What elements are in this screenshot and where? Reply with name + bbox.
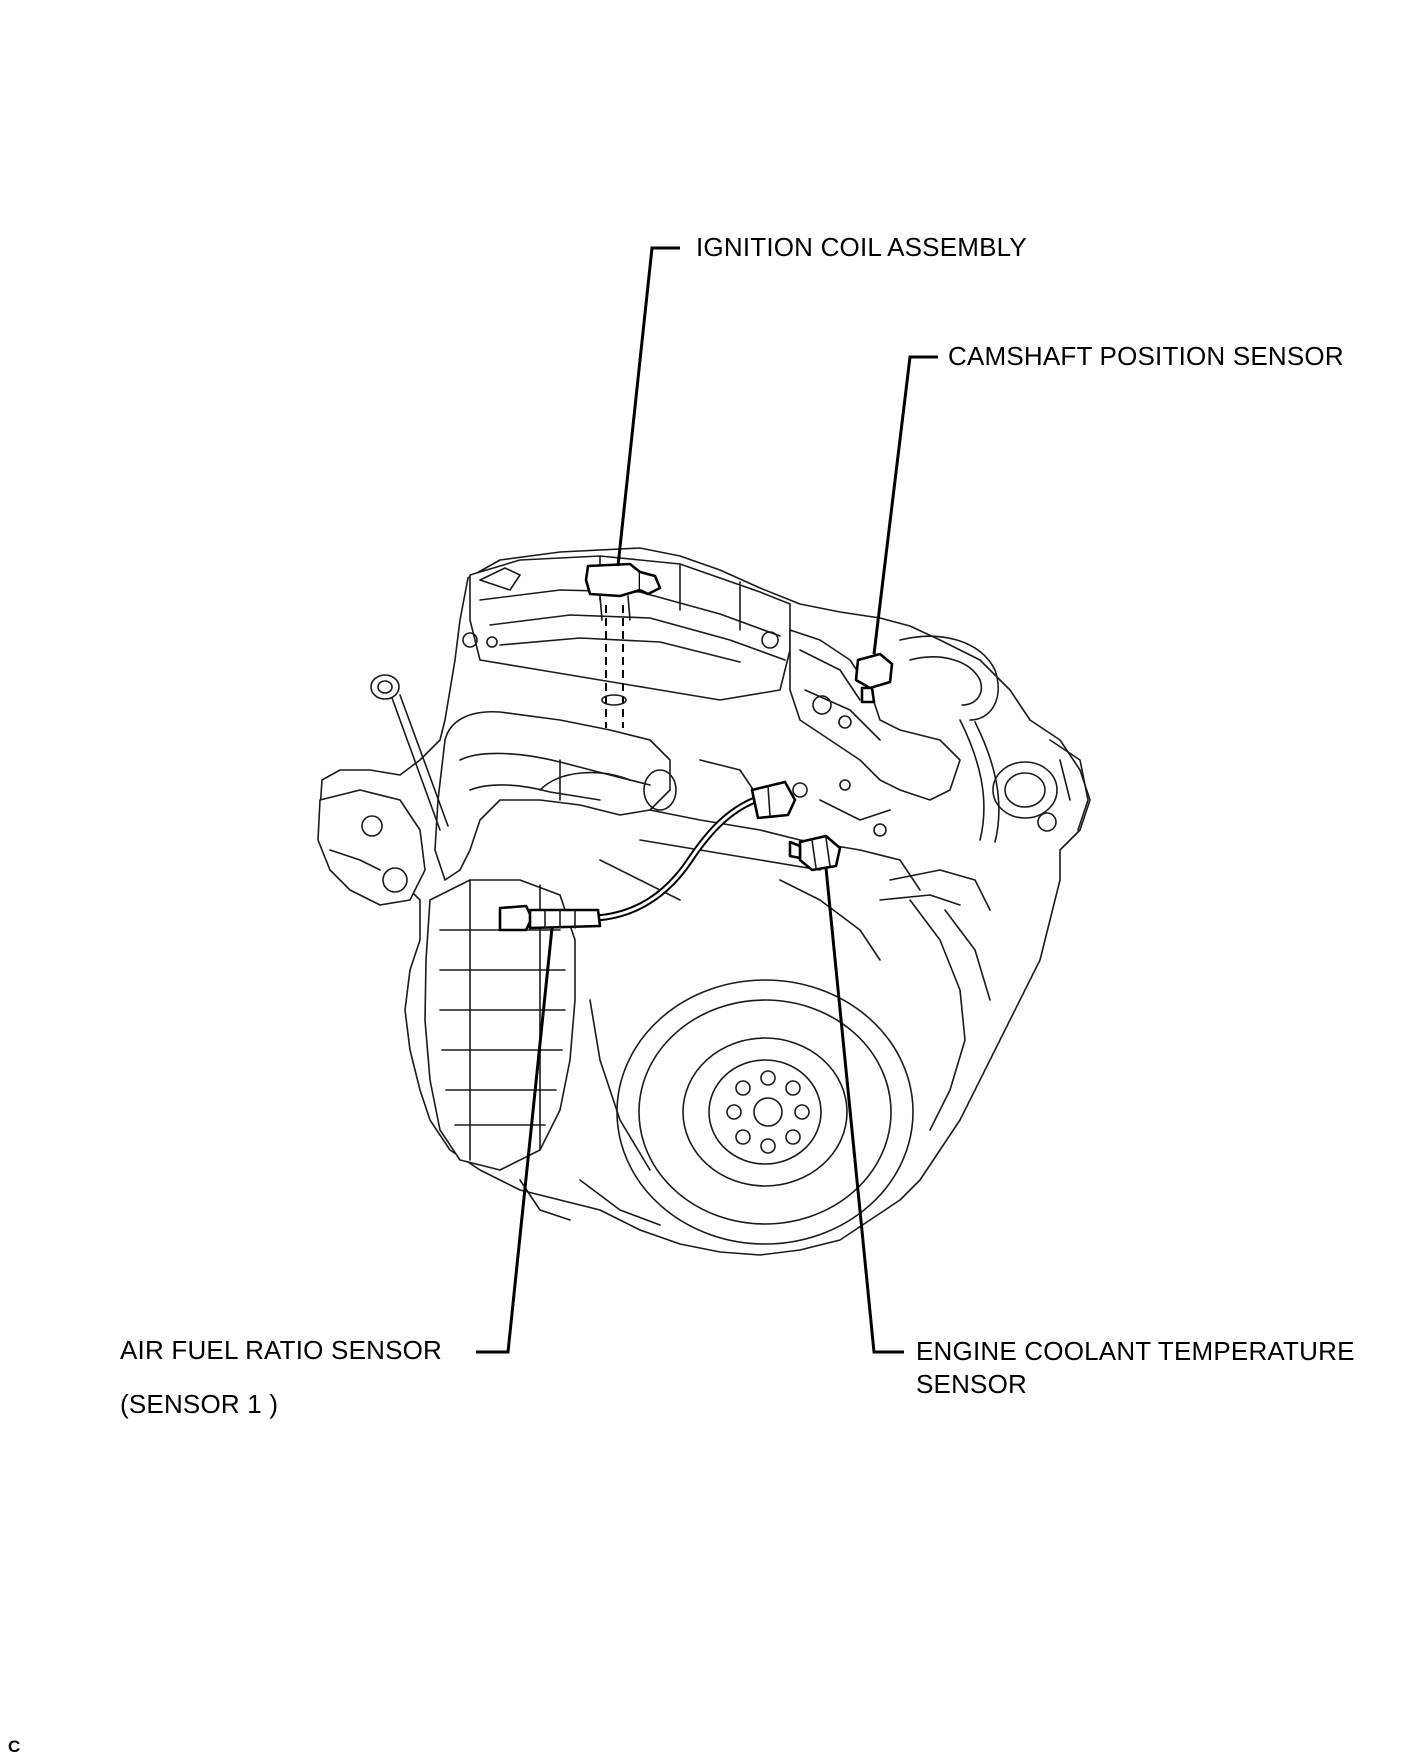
coolant-sensor-part: [788, 834, 842, 872]
af-sensor-leader: [476, 927, 554, 1354]
ignition-coil-leader: [616, 246, 680, 567]
engine-illustration: [317, 547, 1091, 1256]
af-sensor-label: AIR FUEL RATIO SENSOR: [120, 1335, 443, 1365]
leader-lines: [476, 246, 938, 1354]
coolant-sensor-leader: [824, 867, 904, 1354]
figure-code: C: [8, 1737, 21, 1756]
camshaft-sensor-leader: [872, 355, 938, 655]
camshaft-sensor-label: CAMSHAFT POSITION SENSOR: [948, 341, 1344, 371]
coolant-sensor-label: ENGINE COOLANT TEMPERATURE: [916, 1336, 1355, 1366]
af-sensor-sublabel: (SENSOR 1 ): [120, 1389, 279, 1419]
flywheel: [616, 979, 914, 1245]
coolant-sensor-sublabel: SENSOR: [916, 1369, 1028, 1399]
camshaft-sensor-part: [854, 652, 894, 704]
ignition-coil-label: IGNITION COIL ASSEMBLY: [696, 232, 1027, 262]
af-sensor-part: [498, 780, 797, 932]
ignition-coil-part: [584, 562, 662, 728]
